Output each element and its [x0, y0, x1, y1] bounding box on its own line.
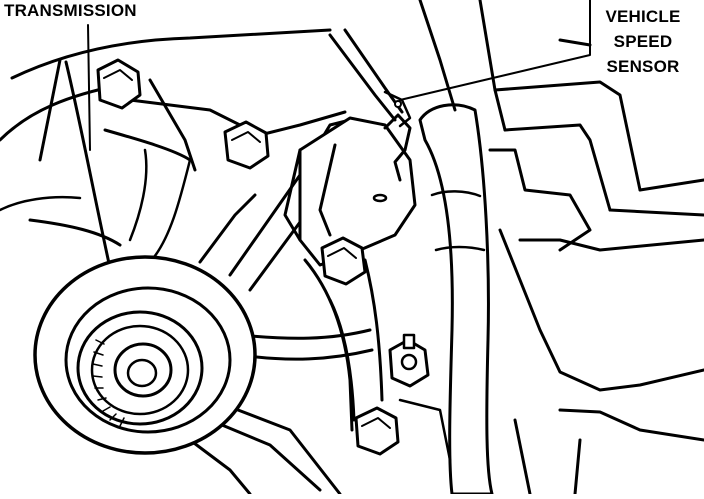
output-shaft: [33, 255, 257, 455]
sensor-bracket: [328, 28, 412, 128]
vss-label-line-3: SENSOR: [606, 57, 680, 76]
vss-label-line-2: SPEED: [613, 32, 673, 51]
transmission-case: [0, 28, 347, 270]
vss-label-line-1: VEHICLE: [605, 7, 681, 26]
bolt-middle: [320, 236, 367, 286]
case-right: [398, 0, 704, 496]
nut-lower: [388, 333, 430, 388]
leader-lines: [87, 0, 591, 151]
bolt-upper-left: [96, 58, 142, 110]
transmission-label: TRANSMISSION: [4, 1, 137, 20]
vehicle-speed-sensor-label: VEHICLE SPEED SENSOR: [597, 4, 689, 79]
bolt-lower: [354, 406, 400, 456]
cooler-line: [418, 103, 494, 496]
sensor-housing: [283, 113, 417, 267]
bolt-upper-center: [223, 120, 270, 170]
